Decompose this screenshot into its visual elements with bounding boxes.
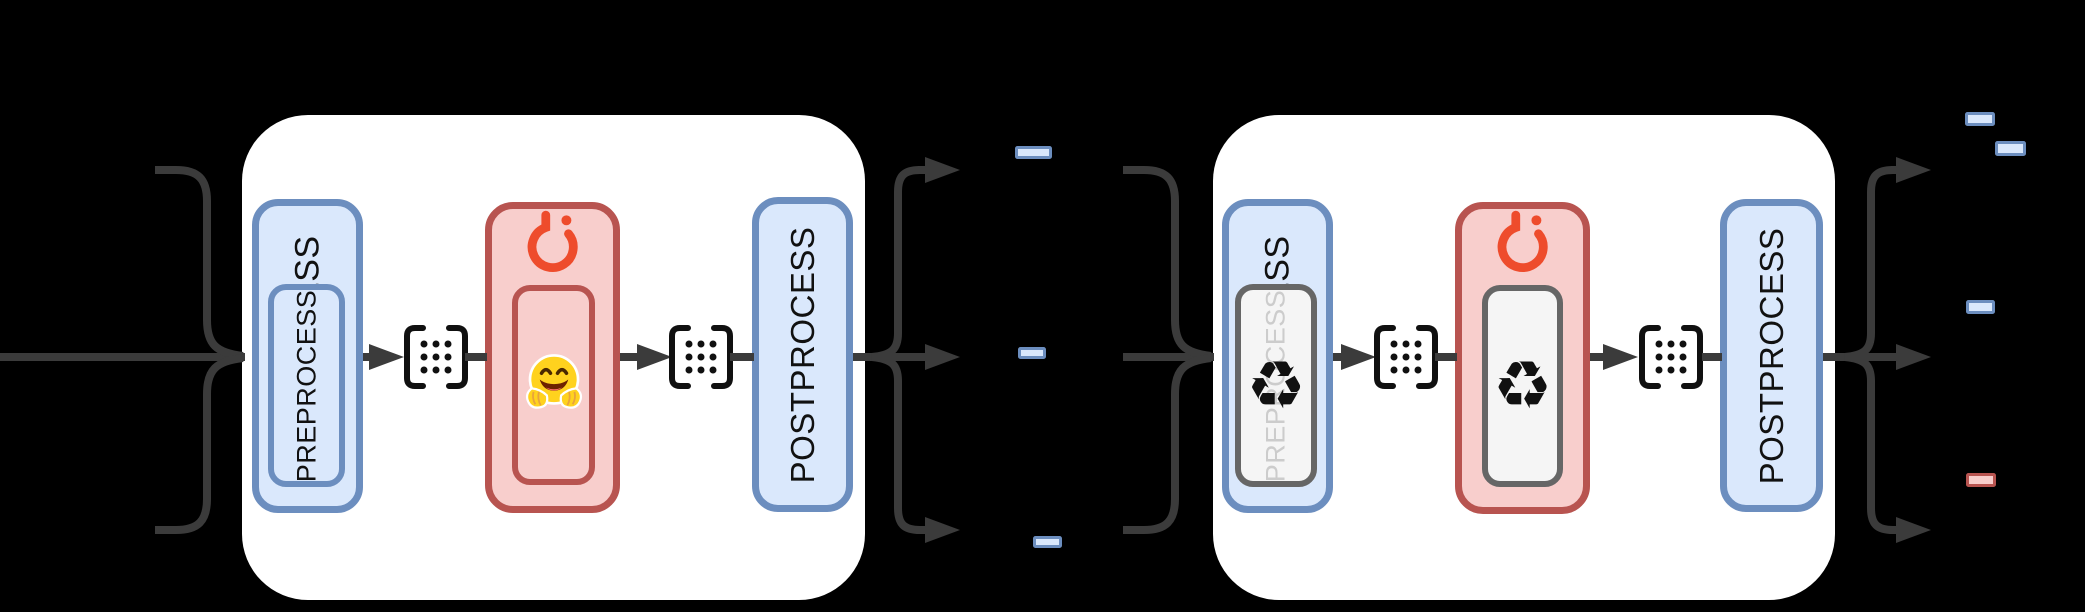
right-preprocess-inner-box: PREPROCESS ♻	[1235, 284, 1317, 487]
output-chip	[1995, 141, 2026, 156]
right-model-inner-box: ♻	[1482, 285, 1563, 487]
output-chip	[1966, 300, 1995, 314]
left-outputs-brace	[853, 157, 960, 543]
right-outputs-brace	[1823, 157, 1931, 543]
left-model-box	[485, 202, 620, 513]
left-preprocess-inner-label: PREPROCESS	[291, 289, 321, 482]
left-pipeline-panel: PREPROCESS PREPROCESS	[242, 115, 865, 600]
left-model-inner-box	[512, 285, 595, 485]
right-model-box: ♻	[1455, 202, 1590, 514]
left-postprocess-label: POSTPROCESS	[783, 226, 821, 483]
right-preprocess-box: PREPROCESS PREPROCESS ♻	[1222, 199, 1333, 513]
left-preprocess-box: PREPROCESS PREPROCESS	[252, 199, 363, 513]
right-postprocess-label: POSTPROCESS	[1752, 227, 1790, 484]
hugging-face-emoji-icon	[522, 351, 586, 419]
output-chip	[1018, 347, 1046, 359]
output-chip	[1015, 146, 1052, 159]
output-chip	[1965, 112, 1995, 126]
recycle-icon: ♻	[1246, 346, 1306, 424]
pytorch-logo-icon	[1490, 210, 1556, 281]
right-postprocess-box: POSTPROCESS	[1720, 199, 1823, 512]
pytorch-logo-icon	[520, 210, 586, 281]
left-inputs-brace	[0, 166, 245, 534]
right-inputs-brace	[1123, 166, 1214, 534]
recycle-icon: ♻	[1492, 347, 1553, 424]
left-postprocess-box: POSTPROCESS	[752, 197, 853, 512]
right-pipeline-panel: PREPROCESS PREPROCESS ♻ ♻ POSTPROCESS	[1213, 115, 1835, 600]
output-chip	[1966, 473, 1996, 487]
left-preprocess-inner-box: PREPROCESS	[268, 284, 345, 487]
output-chip	[1033, 536, 1062, 548]
